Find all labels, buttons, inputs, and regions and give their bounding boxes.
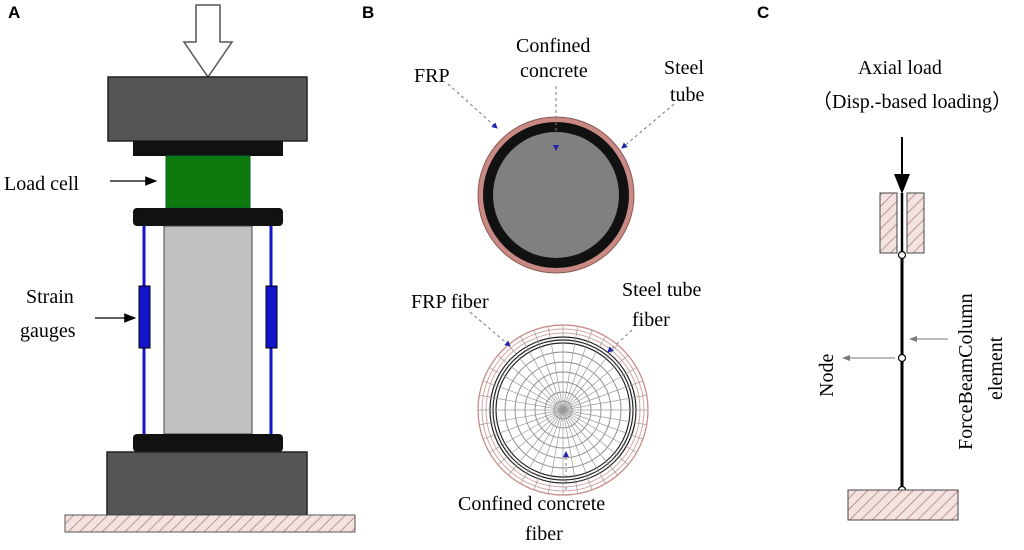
panel-b: B Confined concrete FRP Steel tube FRP f… (362, 3, 705, 545)
confined-concrete-fiber-label-line2: fiber (525, 523, 563, 545)
fiber-radial-line (533, 409, 564, 490)
load-arrow-icon (182, 4, 234, 79)
strain-gauge-right (265, 285, 278, 349)
loading-head (107, 76, 308, 142)
fiber-radial-line (547, 326, 564, 411)
fiber-radial-line (562, 409, 593, 490)
fiber-radial-line (489, 367, 564, 411)
fiber-radial-line (562, 355, 629, 411)
specimen (163, 225, 253, 435)
fiber-radial-line (483, 409, 564, 440)
base-block (106, 451, 308, 516)
fiber-radial-line (562, 409, 637, 453)
node-label: Node (816, 354, 838, 397)
fiber-radial-line (562, 336, 606, 411)
fiber-radial-line (562, 409, 606, 484)
load-cell-label: Load cell (4, 173, 79, 195)
fiber-radial-line (562, 409, 629, 465)
axial-load-label: Axial load (858, 57, 942, 79)
steel-tube-label-line2: tube (670, 84, 705, 106)
fiber-radial-line (483, 380, 564, 411)
frp-label: FRP (414, 65, 450, 87)
top-guide-left (879, 192, 898, 254)
panel-letter-b: B (362, 3, 374, 22)
steel-tube-fiber-label-line1: Steel tube (622, 279, 702, 301)
fiber-section-mesh (477, 324, 649, 496)
fiber-radial-line (562, 409, 647, 426)
fiber-radial-line (520, 409, 564, 484)
fiber-radial-line (562, 367, 637, 411)
fiber-radial-line (479, 409, 564, 426)
fiber-radial-line (562, 409, 618, 476)
fiber-radial-line (562, 326, 579, 411)
base-support (847, 489, 959, 521)
fiber-radial-line (508, 344, 564, 411)
frp-fiber-label: FRP fiber (411, 291, 489, 313)
fiber-radial-line (479, 394, 564, 411)
upper-platen (133, 208, 283, 226)
ground-hatch (64, 514, 356, 533)
fiber-radial-line (562, 409, 643, 440)
loading-mode-label: （Disp.-based loading） (812, 90, 1012, 113)
node-middle (897, 353, 907, 363)
fiber-radial-line (497, 409, 564, 465)
steel-tube-label-line1: Steel (664, 57, 704, 79)
panel-a: A Load cell Strain gauges (4, 3, 356, 533)
element-label-line2: element (985, 336, 1007, 400)
frp-fiber-leader (469, 311, 511, 347)
fiber-radial-line (562, 409, 579, 494)
panel-letter-a: A (8, 3, 20, 22)
frp-leader (447, 83, 498, 129)
fiber-section-outline (477, 324, 649, 496)
confined-concrete-label-line1: Confined (516, 35, 590, 57)
load-cell (165, 155, 251, 209)
fiber-radial-line (533, 330, 564, 411)
steel-tube-fiber-leader (607, 329, 633, 353)
strain-gauges-label-line2: gauges (20, 320, 76, 342)
fiber-radial-line (520, 336, 564, 411)
steel-tube-fiber-label-line2: fiber (632, 309, 670, 331)
strain-gauges-label-line1: Strain (26, 286, 74, 308)
node-top (897, 250, 907, 260)
fiber-radial-line (489, 409, 564, 453)
fiber-radial-line (497, 355, 564, 411)
top-guide-right (906, 192, 925, 254)
confined-concrete-core (493, 132, 619, 258)
steel-tube-leader (621, 103, 675, 149)
fiber-radial-line (508, 409, 564, 476)
panel-c: C Axial load （Disp.-based loading） Node … (757, 3, 1012, 521)
confined-concrete-label-line2: concrete (520, 60, 588, 82)
element-label-line1: ForceBeamColumn (955, 293, 977, 450)
fiber-radial-line (562, 380, 643, 411)
lower-platen (133, 434, 283, 452)
fiber-radial-line (562, 394, 647, 411)
top-plate (133, 141, 283, 156)
fiber-radial-line (547, 409, 564, 494)
confined-concrete-fiber-label-line1: Confined concrete (458, 493, 605, 515)
fiber-radial-line (562, 344, 618, 411)
panel-letter-c: C (757, 3, 769, 22)
fiber-radial-line (562, 330, 593, 411)
strain-gauge-left (138, 285, 151, 349)
